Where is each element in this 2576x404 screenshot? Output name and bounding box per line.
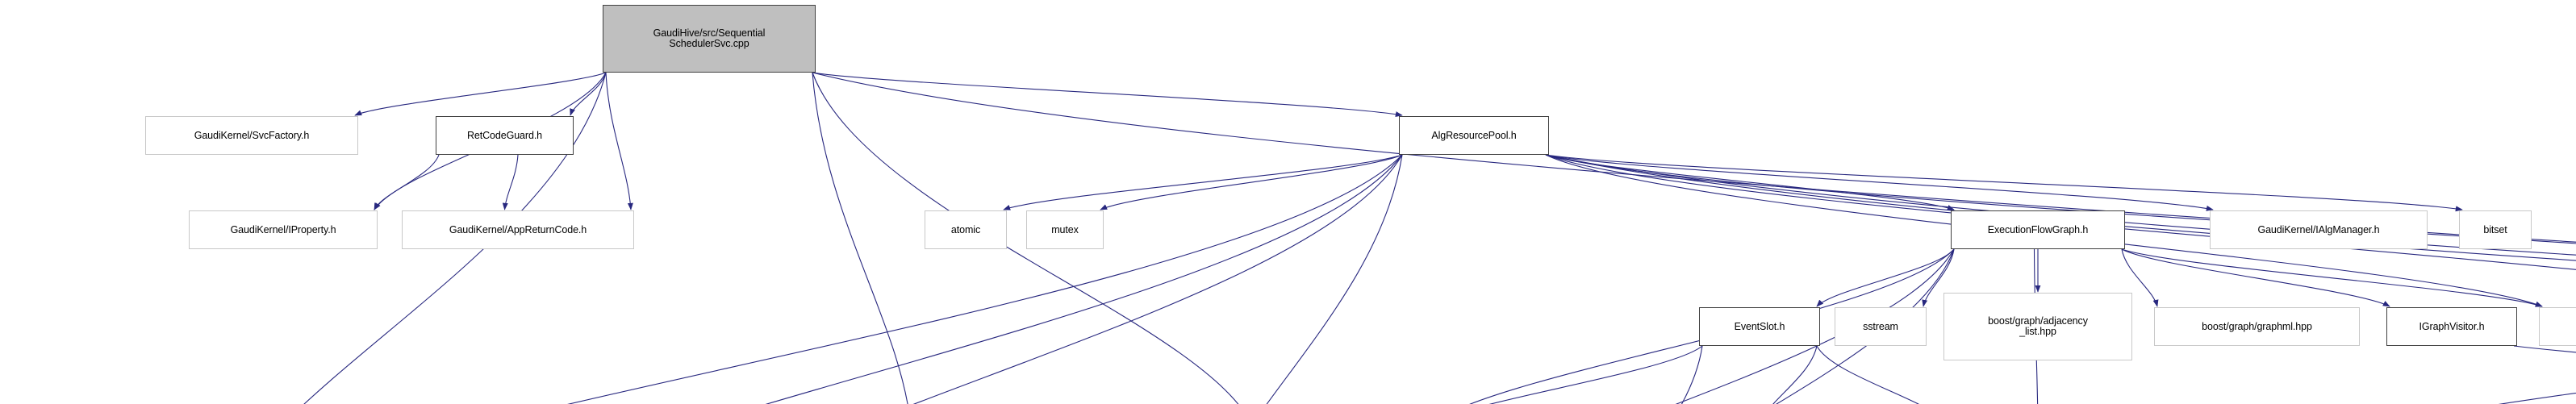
graph-edge <box>1922 248 1955 307</box>
graph-node-execflowgraph[interactable]: ExecutionFlowGraph.h <box>1951 210 2125 249</box>
graph-edge <box>812 72 1403 117</box>
graph-edge <box>1816 345 1920 404</box>
graph-edge <box>1680 345 1703 404</box>
graph-node-algresourcepool[interactable]: AlgResourcePool.h <box>1399 116 1549 155</box>
graph-node-atomic[interactable]: atomic <box>925 210 1007 249</box>
graph-node-mutex[interactable]: mutex <box>1026 210 1104 249</box>
graph-edge <box>2121 248 2159 307</box>
graph-node-appreturncode[interactable]: GaudiKernel/AppReturnCode.h <box>402 210 634 249</box>
graph-node-retcodeguard[interactable]: RetCodeGuard.h <box>436 116 574 155</box>
graph-node-bitset[interactable]: bitset <box>2459 210 2532 249</box>
graph-edge <box>1816 248 1955 307</box>
graph-edge <box>1003 154 1403 210</box>
graph-edge <box>812 72 2576 243</box>
graph-node-root[interactable]: GaudiHive/src/Sequential SchedulerSvc.cp… <box>603 5 816 73</box>
graph-edge <box>2513 345 2576 353</box>
graph-node-ialgmanager[interactable]: GaudiKernel/IAlgManager.h <box>2210 210 2428 249</box>
graph-node-svcfactory[interactable]: GaudiKernel/SvcFactory.h <box>145 116 358 155</box>
graph-edge <box>2498 392 2576 404</box>
graph-edge <box>1545 154 2576 261</box>
graph-edge <box>2121 248 2543 307</box>
graph-node-sstream[interactable]: sstream <box>1835 307 1927 346</box>
graph-edge <box>1675 248 1955 404</box>
graph-node-graphml[interactable]: boost/graph/graphml.hpp <box>2154 307 2360 346</box>
graph-edge <box>1545 154 2576 244</box>
graph-edge <box>1772 345 1818 404</box>
graph-node-igraphvisitor[interactable]: IGraphVisitor.h <box>2386 307 2517 346</box>
graph-edge <box>567 154 1403 404</box>
graph-node-adjacencylist[interactable]: boost/graph/adjacency _list.hpp <box>1943 293 2132 360</box>
graph-edge <box>570 72 607 116</box>
graph-node-eventslot[interactable]: EventSlot.h <box>1699 307 1820 346</box>
graph-edge <box>1776 248 1955 404</box>
graph-edge <box>1545 154 2576 270</box>
graph-edge <box>1545 154 2576 256</box>
graph-edge <box>1488 345 1703 404</box>
graph-edge <box>1469 248 1955 404</box>
graph-edge <box>765 154 1403 404</box>
graph-edge <box>812 72 1239 404</box>
graph-edge <box>1100 154 1403 210</box>
graph-edge <box>1545 154 2214 211</box>
graph-edge <box>605 72 633 210</box>
graph-edge <box>502 154 519 210</box>
graph-edge <box>354 72 607 116</box>
graph-edge <box>912 154 1403 404</box>
graph-edge <box>1545 154 2463 212</box>
graph-edge <box>2121 248 2390 307</box>
graph-node-commonmessaging[interactable]: GaudiKernel/CommonMessaging.h <box>2539 307 2576 346</box>
graph-node-iproperty[interactable]: GaudiKernel/IProperty.h <box>189 210 378 249</box>
graph-edge <box>812 72 908 404</box>
graph-edge <box>1266 154 1403 404</box>
graph-edge <box>374 154 440 210</box>
